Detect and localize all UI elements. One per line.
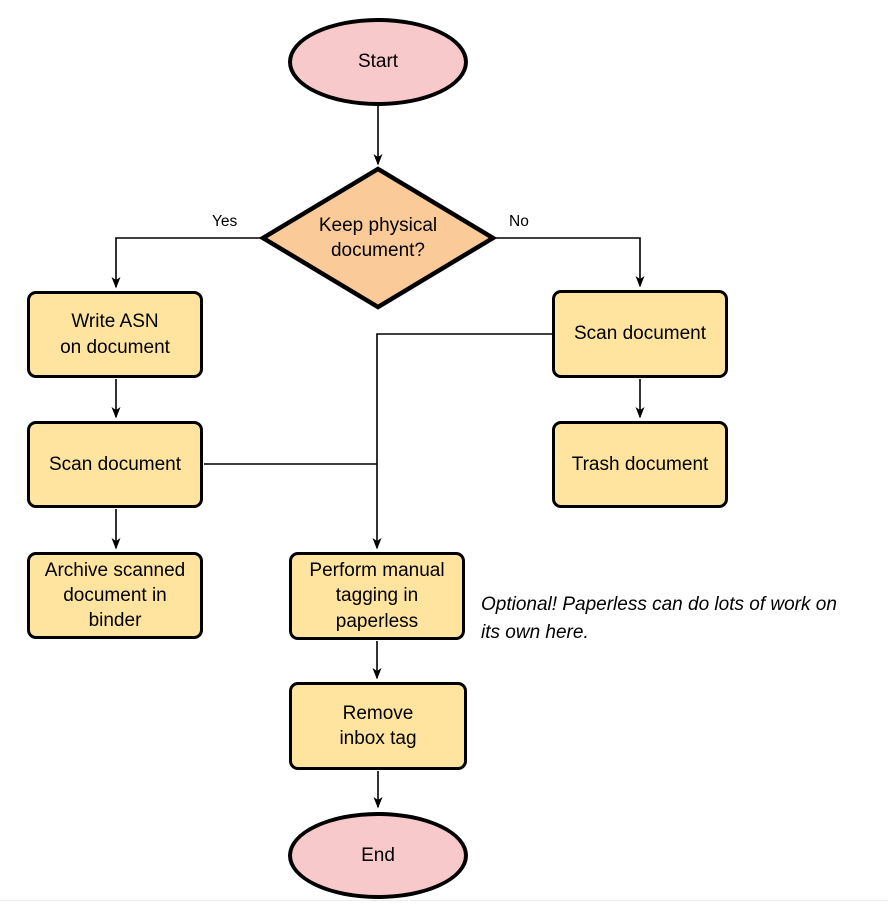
node-start: Start bbox=[288, 18, 468, 106]
edge-no-decision-to-scan-right bbox=[493, 237, 645, 288]
edge-label-no: No bbox=[509, 213, 529, 230]
edge-scan-right-to-tagging bbox=[372, 333, 552, 550]
node-archive: Archive scanned document in binder bbox=[27, 552, 203, 639]
node-scan-right: Scan document bbox=[552, 290, 728, 378]
node-end: End bbox=[288, 812, 468, 899]
node-decision-label: Keep physical document? bbox=[318, 215, 438, 262]
page-bottom-border bbox=[0, 900, 888, 901]
edge-label-yes: Yes bbox=[212, 213, 238, 230]
decision-diamond-shape bbox=[258, 166, 498, 310]
node-tagging: Perform manual tagging in paperless bbox=[289, 552, 465, 640]
node-scan-left: Scan document bbox=[27, 421, 203, 508]
node-trash: Trash document bbox=[552, 421, 728, 508]
node-write-asn: Write ASN on document bbox=[27, 291, 203, 378]
edge-yes-decision-to-write-asn bbox=[111, 237, 263, 289]
node-remove-inbox: Remove inbox tag bbox=[289, 682, 467, 770]
optional-note: Optional! Paperless can do lots of work … bbox=[481, 594, 837, 643]
